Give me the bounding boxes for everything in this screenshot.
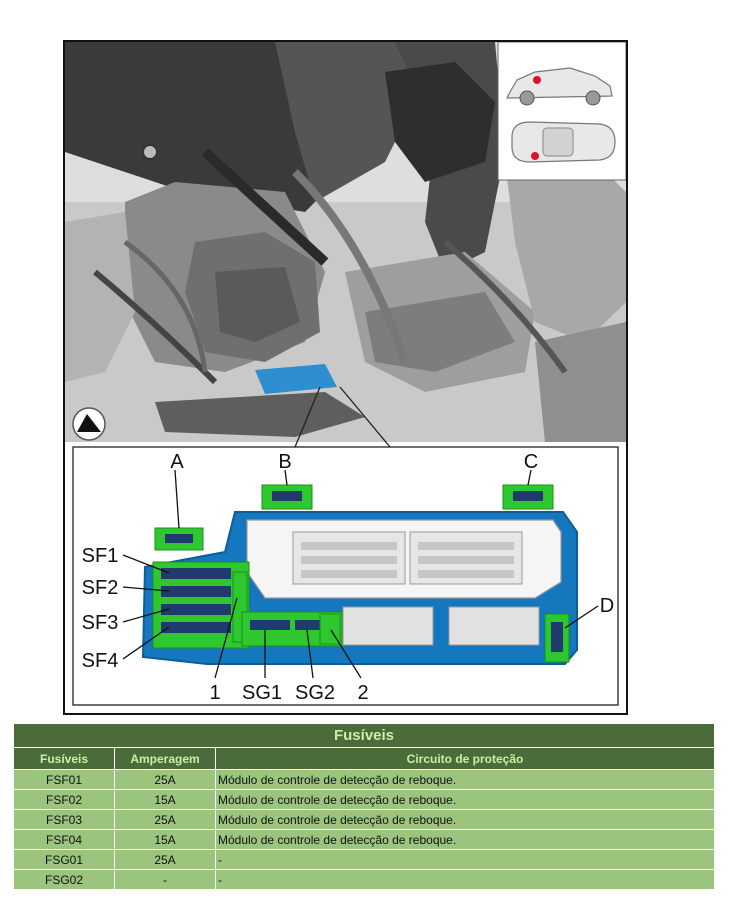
view-direction-icon [72,407,106,441]
callout-1: 1 [209,682,220,704]
callout-sf2: SF2 [82,577,119,599]
fuse-box-detail: A B C D SF1 SF2 SF3 SF4 1 SG1 SG2 2 [72,446,619,706]
fuse-id: FSG02 [14,870,115,890]
fuse-id: FSF04 [14,830,115,850]
callout-sf4: SF4 [82,650,119,672]
fuse-id: FSF02 [14,790,115,810]
fuse-id: FSF03 [14,810,115,830]
callout-sg1: SG1 [242,682,282,704]
fuse-amperage: 25A [115,770,216,790]
fuse-box-figure: A B C D SF1 SF2 SF3 SF4 1 SG1 SG2 2 [63,40,628,715]
fuse-circuit: Módulo de controle de detecção de reboqu… [216,810,716,830]
header-amperagem: Amperagem [115,748,216,770]
fuse-circuit: - [216,850,716,870]
fuse-circuit: - [216,870,716,890]
callout-c: C [524,451,538,473]
table-row: FSG02 - - [14,870,716,890]
table-row: FSF01 25A Módulo de controle de detecção… [14,770,716,790]
callout-d: D [600,595,614,617]
vehicle-side-view-icon [506,67,613,106]
table-row: FSF04 15A Módulo de controle de detecção… [14,830,716,850]
vehicle-top-view-icon [511,121,616,163]
table-row: FSF02 15A Módulo de controle de detecção… [14,790,716,810]
fuse-circuit: Módulo de controle de detecção de reboqu… [216,770,716,790]
fuse-amperage: 15A [115,830,216,850]
callout-b: B [278,451,291,473]
fuse-id: FSG01 [14,850,115,870]
table-row: FSF03 25A Módulo de controle de detecção… [14,810,716,830]
table-row: FSG01 25A - [14,850,716,870]
fuse-amperage: 15A [115,790,216,810]
fuse-amperage: 25A [115,850,216,870]
fuse-amperage: 25A [115,810,216,830]
fuse-circuit: Módulo de controle de detecção de reboqu… [216,830,716,850]
fuse-id: FSF01 [14,770,115,790]
table-title: Fusíveis [14,724,716,748]
callout-sg2: SG2 [295,682,335,704]
fuse-amperage: - [115,870,216,890]
callout-sf3: SF3 [82,612,119,634]
header-fusiveis: Fusíveis [14,748,115,770]
callout-2: 2 [357,682,368,704]
vehicle-location-inset [497,42,626,181]
fuse-circuit: Módulo de controle de detecção de reboqu… [216,790,716,810]
header-circuito: Circuito de proteção [216,748,716,770]
callout-a: A [170,451,184,473]
fuse-table: Fusíveis Fusíveis Amperagem Circuito de … [14,724,716,890]
callout-sf1: SF1 [82,545,119,567]
